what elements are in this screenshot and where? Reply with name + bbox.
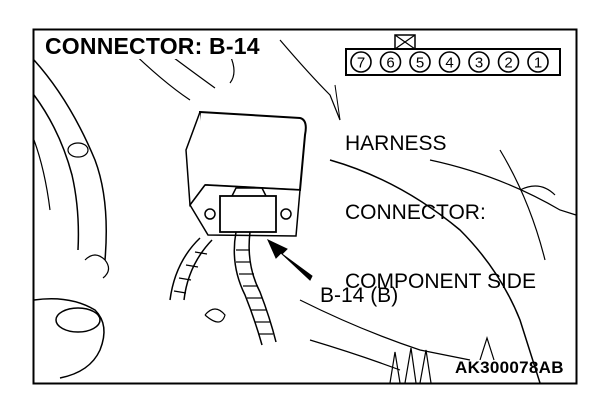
pointer-line bbox=[334, 84, 341, 121]
harness-connector-face: 7 6 5 4 3 2 1 bbox=[345, 34, 561, 76]
bolt-left bbox=[204, 208, 216, 220]
lower-left-detail bbox=[84, 254, 110, 279]
pointer-arrow bbox=[266, 238, 313, 281]
bracket-hook bbox=[229, 54, 235, 84]
right-edge bbox=[499, 149, 546, 261]
pin-number: 1 bbox=[534, 55, 542, 72]
pin-number: 4 bbox=[445, 55, 453, 72]
floor-line-2 bbox=[309, 339, 401, 371]
bolt-right bbox=[280, 208, 292, 220]
spikes bbox=[389, 336, 495, 384]
pin-number: 7 bbox=[357, 55, 365, 72]
harness-label-line: CONNECTOR: bbox=[345, 201, 486, 224]
module-top bbox=[195, 110, 307, 192]
pin-circle bbox=[438, 51, 461, 73]
connector-pins: 7 6 5 4 3 2 1 bbox=[350, 51, 549, 73]
pin-circle bbox=[409, 51, 431, 73]
figure-code: AK300078AB bbox=[455, 358, 564, 377]
right-curl bbox=[519, 185, 556, 196]
pin-circle bbox=[497, 51, 520, 73]
connector-latch bbox=[231, 187, 267, 197]
hose-outline bbox=[33, 59, 107, 261]
harness-connector-label: HARNESS CONNECTOR: COMPONENT SIDE bbox=[345, 86, 536, 339]
pin-circle bbox=[350, 51, 372, 73]
hose-line bbox=[33, 139, 51, 211]
harness-label-line: COMPONENT SIDE bbox=[345, 270, 536, 293]
connector-callout-label: B-14 (B) bbox=[320, 284, 399, 307]
pin-number: 6 bbox=[386, 55, 394, 72]
connector-housing bbox=[219, 195, 277, 233]
hose-clamp bbox=[67, 142, 89, 158]
lower-left-part bbox=[33, 298, 105, 379]
pin-circle bbox=[527, 51, 549, 73]
connector-title: CONNECTOR: B-14 bbox=[42, 34, 263, 59]
pin-number: 2 bbox=[504, 55, 512, 72]
right-panel bbox=[329, 159, 541, 384]
right-panel-inner bbox=[429, 159, 577, 216]
harness-clip bbox=[204, 308, 226, 323]
wire-harness bbox=[169, 231, 277, 346]
harness-label-line: HARNESS bbox=[345, 132, 447, 155]
pin-number: 3 bbox=[475, 55, 483, 72]
harness-tape bbox=[173, 249, 273, 335]
pin-circle bbox=[379, 51, 402, 73]
floor-line bbox=[299, 299, 471, 361]
pin-circle bbox=[468, 51, 490, 73]
hose-outline-inner bbox=[33, 94, 80, 251]
upper-shelf bbox=[279, 39, 341, 121]
lower-left-ring bbox=[55, 307, 101, 333]
pin-number: 5 bbox=[416, 55, 424, 72]
diagram-frame bbox=[32, 28, 578, 385]
